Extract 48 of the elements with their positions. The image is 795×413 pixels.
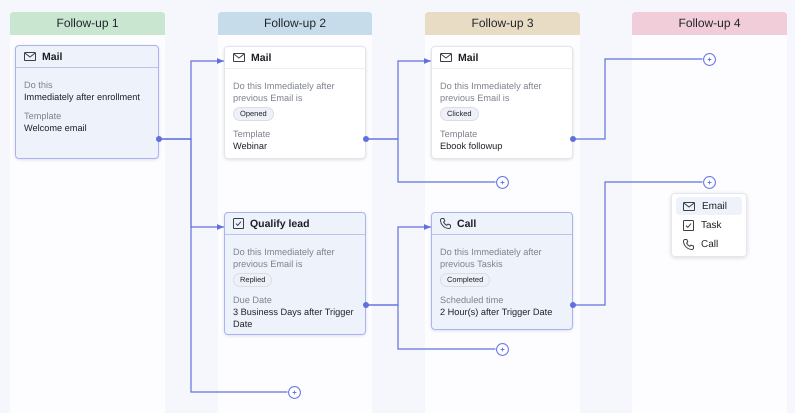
field-label: Template <box>440 128 478 140</box>
card-title: Qualify lead <box>250 218 310 230</box>
field-label: Due Date <box>233 294 273 306</box>
dropdown-menu <box>671 193 747 257</box>
connector-line <box>570 58 702 142</box>
field-label: Do this Immediately after previous Email is <box>233 246 336 270</box>
menu-item: Email <box>676 197 742 215</box>
field-label: Template <box>24 110 62 122</box>
column-header: Follow-up 1 <box>10 12 165 35</box>
field-value: Welcome email <box>24 122 88 134</box>
connector-line <box>570 181 702 308</box>
add-icon <box>496 176 508 188</box>
card-title: Mail <box>42 50 62 62</box>
column-lane <box>425 12 580 413</box>
connector-line <box>156 136 288 393</box>
action-card <box>431 212 573 330</box>
field-label: Do this Immediately after previous Email is <box>440 80 543 104</box>
column-header: Follow-up 4 <box>632 12 787 35</box>
action-card <box>224 46 366 159</box>
field-value: Webinar <box>233 140 268 152</box>
add-icon <box>496 342 508 356</box>
column-lane <box>632 12 787 413</box>
column-lane <box>10 12 165 413</box>
menu-item: Task <box>676 216 742 234</box>
field-label: Do this Immediately after previous Email is <box>233 80 336 104</box>
field-label: Template <box>233 128 272 140</box>
column-lane <box>218 12 372 413</box>
column-header: Follow-up 3 <box>425 12 580 35</box>
action-card <box>431 46 573 159</box>
action-card <box>224 212 366 335</box>
field-label: Do this Immediately after previous Taskis <box>440 246 543 270</box>
connector-line <box>363 136 496 183</box>
field-value: Immediately after enrollment <box>24 91 141 103</box>
add-icon <box>702 176 716 188</box>
field-value: Ebook followup <box>440 140 504 152</box>
add-icon <box>288 386 300 398</box>
card-title: Mail <box>251 52 272 64</box>
add-icon <box>702 52 716 66</box>
connector-line <box>363 302 496 350</box>
card-title: Mail <box>458 52 478 64</box>
field-value: 3 Business Days after Trigger Date <box>233 306 355 330</box>
menu-item: Call <box>676 235 742 253</box>
column-header: Follow-up 2 <box>218 12 372 35</box>
field-label: Scheduled time <box>440 294 504 306</box>
field-value: 2 Hour(s) after Trigger Date <box>440 306 554 318</box>
field-label: Do this <box>24 79 54 91</box>
action-card <box>15 45 159 159</box>
card-title: Call <box>457 218 476 230</box>
